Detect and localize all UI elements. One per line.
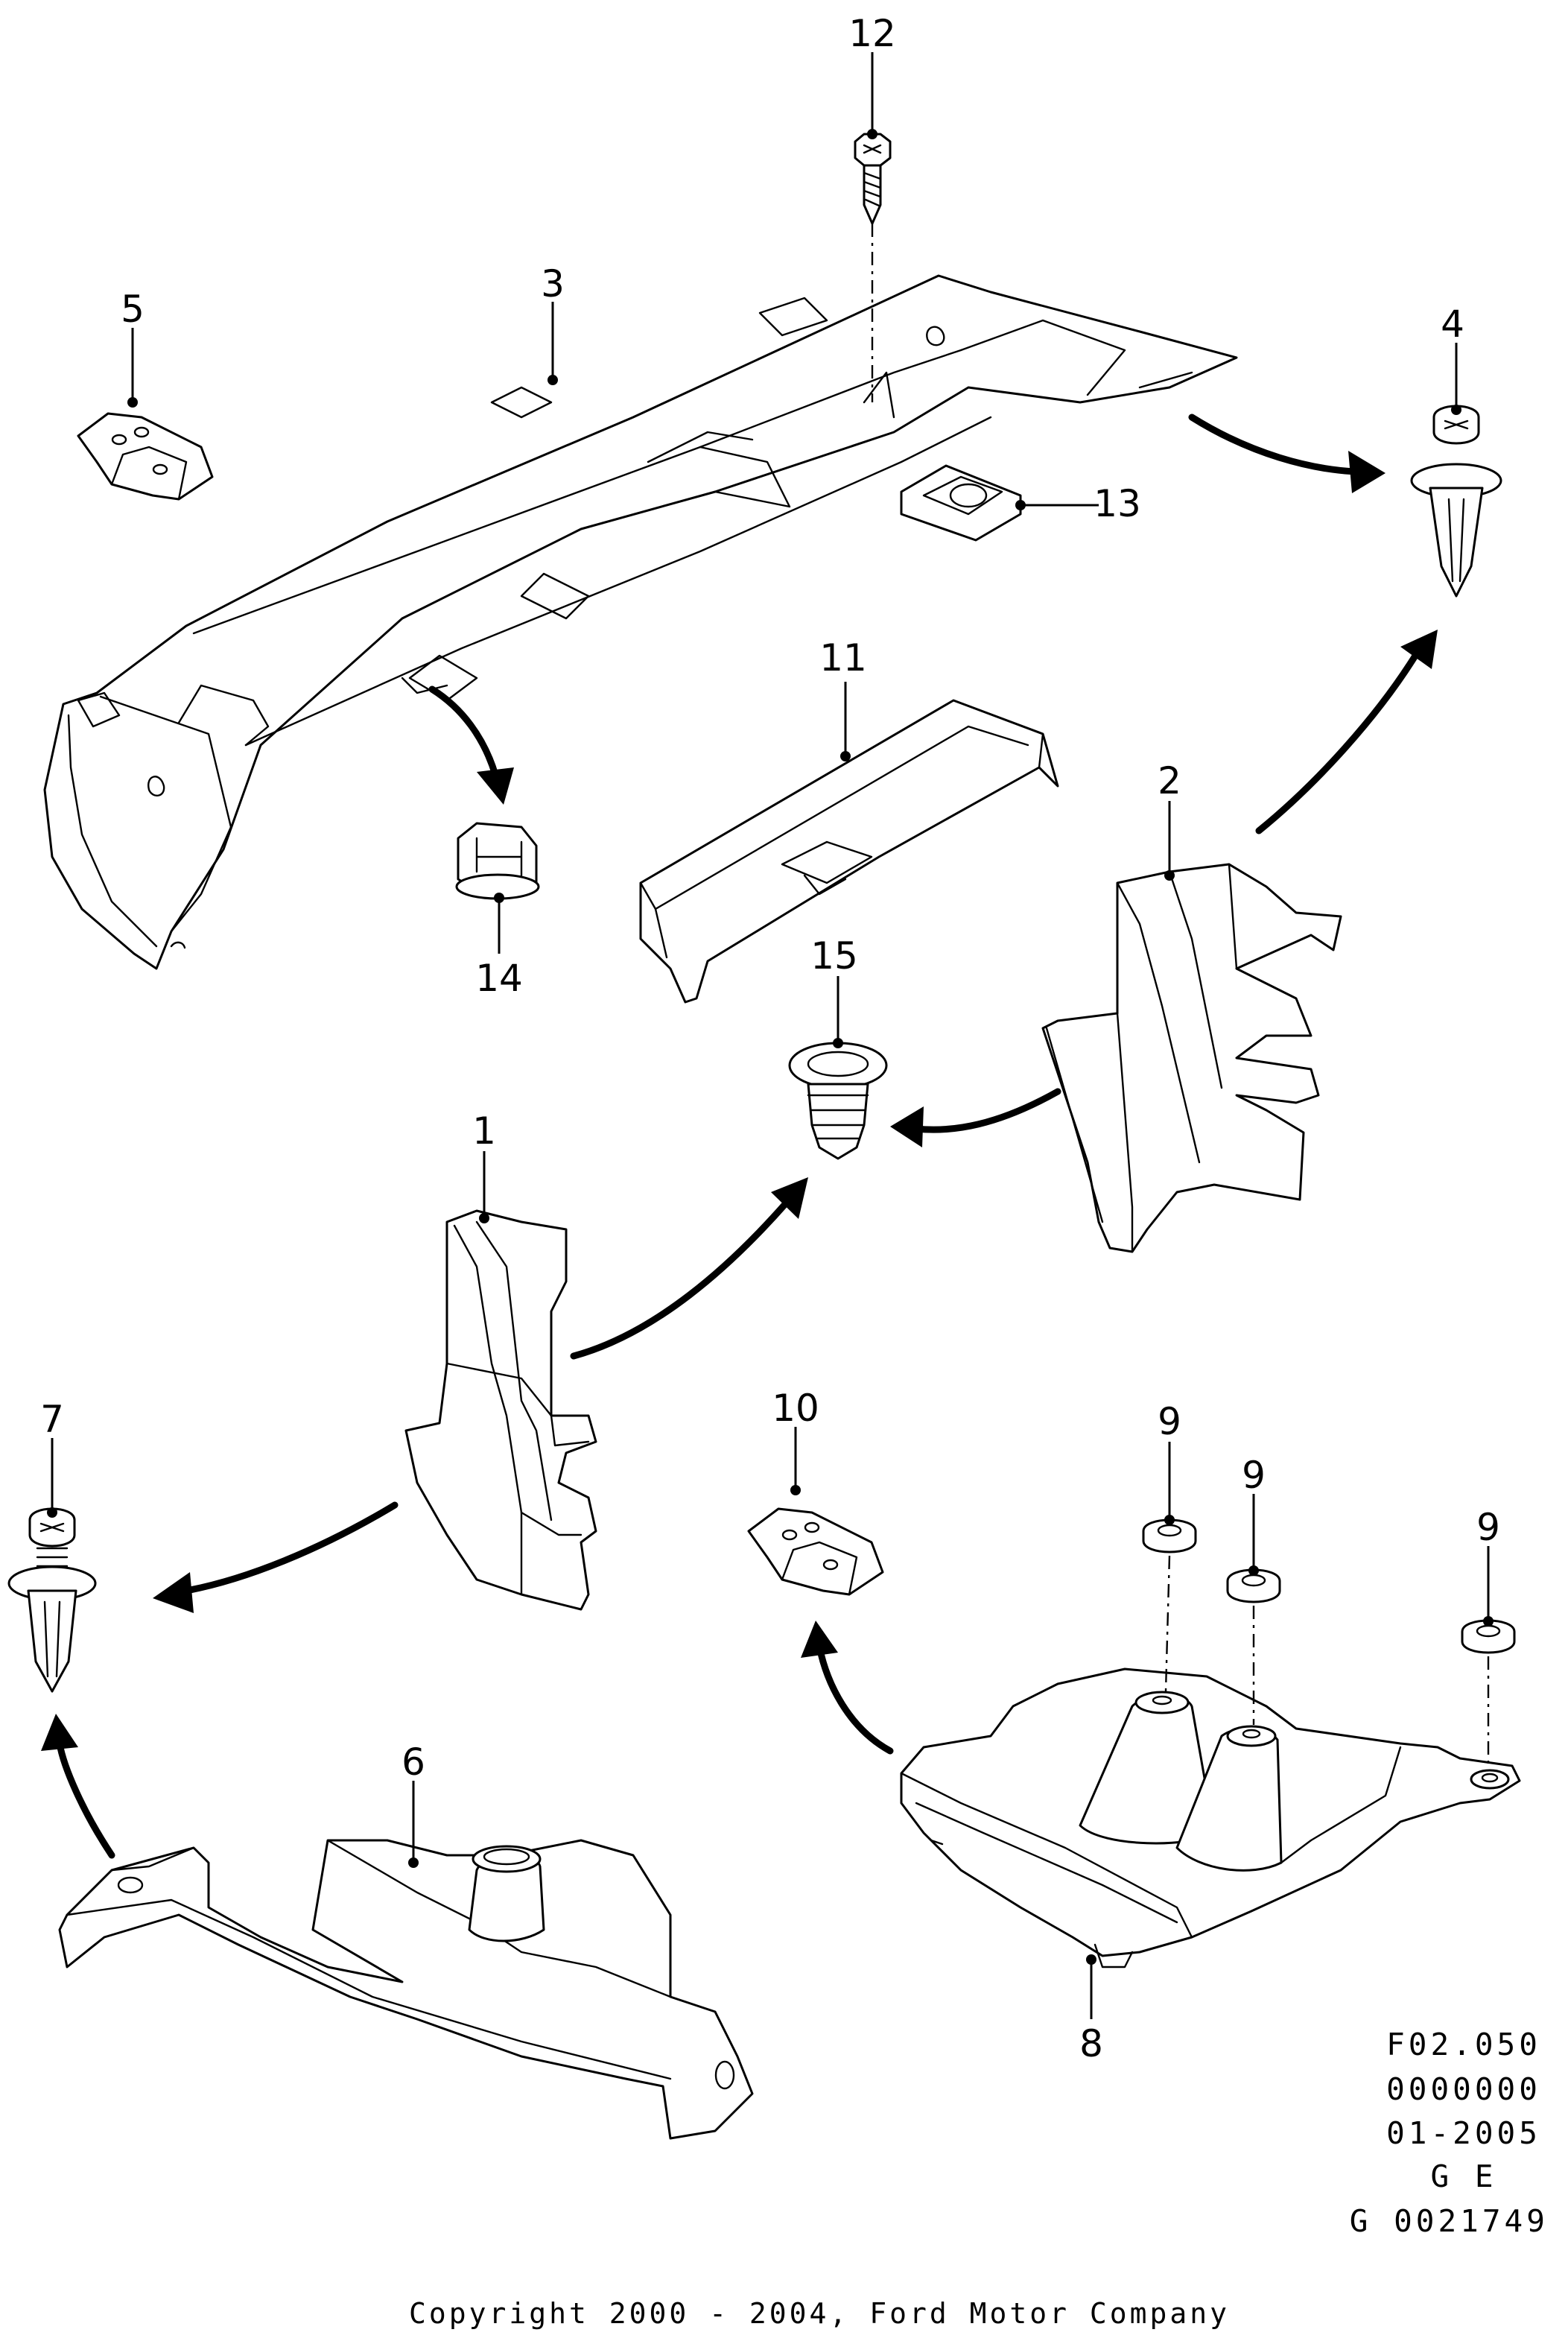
info-line-4: G E [1430, 2158, 1496, 2194]
info-line-5: G 0021749 1 [1350, 2203, 1568, 2239]
arrows [41, 414, 1438, 1859]
callout-9-c: 9 [1476, 1506, 1500, 1549]
callout-12: 12 [848, 12, 896, 55]
part-6-bracket-tray [58, 1839, 754, 2140]
callout-3: 3 [541, 262, 565, 305]
info-line-2: 0000000 [1386, 2071, 1541, 2107]
part-13-speed-nut [900, 464, 1022, 542]
callout-13: 13 [1094, 482, 1141, 525]
arrow-3-to-14 [428, 685, 499, 779]
callout-11: 11 [819, 636, 867, 680]
leader-lines [47, 52, 1494, 2019]
callout-9-a: 9 [1158, 1400, 1181, 1443]
arrow-3-to-4 [1188, 414, 1359, 475]
part-8-bracket-tray [900, 1667, 1521, 1968]
callout-9-b: 9 [1242, 1454, 1266, 1497]
part-10-spring-clip [747, 1507, 884, 1596]
callout-labels: 12 3 5 4 13 11 14 2 15 1 7 10 9 9 9 6 8 [40, 12, 1500, 2065]
copyright-text: Copyright 2000 - 2004, Ford Motor Compan… [409, 2297, 1230, 2330]
arrow-2-to-15 [912, 1088, 1061, 1133]
arrow-6-to-7 [56, 1740, 115, 1859]
part-4-push-clip [1410, 405, 1502, 598]
part-9-nut-a [1142, 1518, 1197, 1553]
callout-14: 14 [475, 957, 523, 1000]
part-7-push-clip [7, 1507, 97, 1693]
part-1-left-deflector [404, 1209, 597, 1611]
arrow-2-to-4 [1255, 652, 1419, 834]
reference-info-block: F02.050 0000000 01-2005 G E G 0021749 1 [1350, 2027, 1568, 2239]
info-line-3: 01-2005 [1386, 2115, 1541, 2151]
callout-10: 10 [772, 1387, 819, 1430]
arrow-1-to-15 [570, 1200, 790, 1360]
callout-7: 7 [40, 1398, 64, 1441]
arrow-1-to-7 [182, 1501, 399, 1594]
arrow-8-to-10 [816, 1643, 894, 1755]
callout-4: 4 [1441, 303, 1464, 346]
callout-1: 1 [472, 1109, 496, 1153]
alignment-lines [871, 224, 1490, 1766]
part-12-screw [854, 133, 892, 225]
part-2-right-deflector [1041, 863, 1342, 1253]
callout-5: 5 [121, 288, 145, 331]
info-line-1: F02.050 [1386, 2027, 1541, 2062]
part-14-clip [455, 822, 540, 900]
part-9-nut-b [1226, 1568, 1281, 1603]
callout-6: 6 [401, 1741, 425, 1784]
part-15-push-clip [788, 1042, 888, 1160]
callout-2: 2 [1158, 759, 1181, 802]
callout-8: 8 [1079, 2022, 1103, 2065]
callout-15: 15 [810, 934, 858, 978]
part-11-center-shield [639, 699, 1059, 1004]
part-5-spring-clip [77, 412, 214, 501]
part-3-undertray [43, 274, 1238, 970]
